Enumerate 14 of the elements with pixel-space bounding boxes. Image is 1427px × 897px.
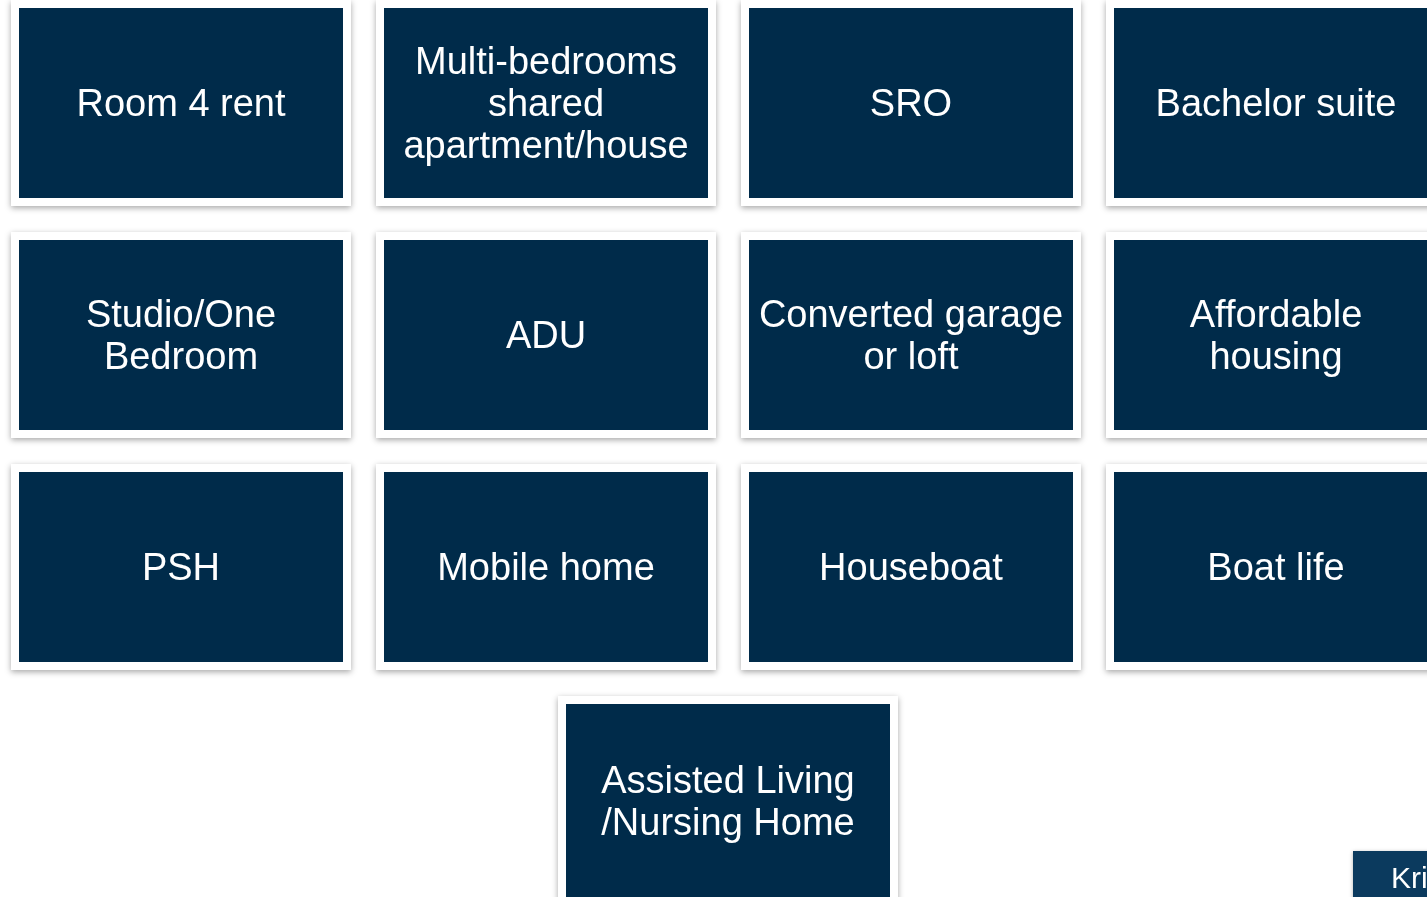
tile-label: Studio/One Bedroom — [84, 293, 278, 377]
tile-label: Affordable housing — [1188, 293, 1364, 377]
tile-label: Multi-bedrooms shared apartment/house — [402, 40, 690, 166]
name-tab: Kri — [1353, 851, 1427, 897]
tile-label: Houseboat — [818, 546, 1004, 588]
tile-label: Bachelor suite — [1154, 82, 1398, 124]
tile-label: Mobile home — [436, 546, 656, 588]
tile-label: Boat life — [1206, 546, 1346, 588]
tile-label: ADU — [504, 314, 588, 356]
tile-label: Assisted Living /Nursing Home — [600, 759, 856, 843]
tile-label: SRO — [868, 82, 954, 124]
tile-label: Converted garage or loft — [757, 293, 1065, 377]
tile-label: Room 4 rent — [75, 82, 287, 124]
tile-label: PSH — [140, 546, 222, 588]
